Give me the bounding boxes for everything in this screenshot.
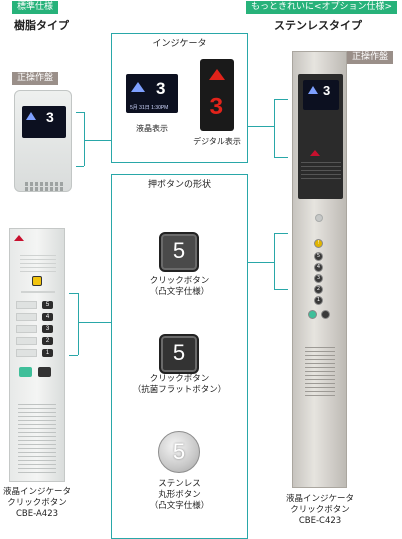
- small-lcd-floor: 3: [46, 109, 54, 125]
- small-lcd-display: 3: [22, 106, 66, 138]
- brand-logo-icon: [310, 150, 320, 156]
- speaker-icon: [315, 214, 323, 222]
- button-label-slot: [16, 337, 37, 345]
- panel-label-area: [20, 255, 56, 275]
- connector-line: [78, 293, 79, 355]
- stainless-lcd-display: 3: [303, 80, 339, 110]
- lcd-indicator-sample: 3 5月 31日 1:30PM: [126, 74, 178, 113]
- door-close-button[interactable]: [321, 310, 330, 319]
- connector-line: [84, 112, 85, 166]
- floor-button-2[interactable]: 2: [42, 337, 53, 345]
- floor-button-1[interactable]: 1: [42, 349, 53, 357]
- standard-spec-tag: 標準仕様: [12, 1, 59, 14]
- connector-line: [78, 322, 111, 323]
- btn2-caption-line2: （抗菌フラットボタン）: [132, 385, 227, 395]
- indicator-box: インジケータ 3 5月 31日 1:30PM 液晶表示 3 デジタル表示: [111, 33, 248, 163]
- door-open-button[interactable]: [19, 367, 32, 377]
- click-button-sample: 5: [159, 232, 199, 272]
- digital-indicator-sample: 3: [200, 59, 234, 131]
- up-arrow-icon: [26, 112, 36, 120]
- connector-line: [274, 289, 288, 290]
- digital-caption: デジタル表示: [193, 137, 241, 146]
- speaker-grille: [25, 182, 63, 186]
- left-caption-line1: 液晶インジケータ: [2, 487, 71, 497]
- btn1-caption-line1: クリックボタン: [149, 276, 210, 286]
- left-main-panel-badge: 正操作盤: [12, 72, 59, 85]
- up-arrow-icon: [131, 82, 145, 92]
- button-label-slot: [16, 349, 37, 357]
- up-arrow-icon: [209, 69, 225, 80]
- connector-line: [274, 233, 275, 289]
- connector-line: [69, 293, 78, 294]
- right-main-panel-badge: 正操作盤: [347, 51, 394, 64]
- lcd-floor-number: 3: [156, 79, 166, 98]
- emergency-button[interactable]: !: [314, 239, 323, 248]
- connector-line: [248, 126, 274, 127]
- divider: [21, 291, 55, 293]
- btn3-caption-line1: ステンレス: [158, 479, 201, 489]
- floor-button-4[interactable]: 4: [314, 263, 323, 272]
- floor-button-1[interactable]: 1: [314, 296, 323, 305]
- speaker-grille-2: [25, 187, 63, 191]
- button-box-title: 押ボタンの形状: [147, 180, 211, 190]
- button-label-slot: [16, 313, 37, 321]
- floor-button-4[interactable]: 4: [42, 313, 53, 321]
- floor-button-3[interactable]: 3: [314, 274, 323, 283]
- emergency-button[interactable]: [32, 276, 42, 286]
- connector-line: [248, 262, 274, 263]
- door-open-button[interactable]: [308, 310, 317, 319]
- btn3-caption-line3: （凸文字仕様）: [149, 501, 210, 511]
- indicator-box-title: インジケータ: [152, 39, 207, 49]
- connector-line: [76, 112, 84, 113]
- connector-line: [274, 233, 288, 234]
- connector-line: [69, 355, 78, 356]
- button-shape-box: 押ボタンの形状 5 クリックボタン （凸文字仕様） 5 クリックボタン （抗菌フ…: [111, 174, 248, 539]
- right-model-number: CBE-C423: [298, 516, 342, 526]
- lcd-caption: 液晶表示: [136, 124, 168, 133]
- stainless-round-button-sample: 5: [158, 431, 200, 473]
- instruction-plate: [18, 404, 56, 474]
- stainless-lcd-floor: 3: [323, 83, 331, 98]
- antibacterial-flat-button-sample: 5: [159, 334, 199, 374]
- btn1-caption-line2: （凸文字仕様）: [149, 287, 210, 297]
- right-caption-line2: クリックボタン: [290, 505, 350, 515]
- floor-button-3[interactable]: 3: [42, 325, 53, 333]
- floor-button-5[interactable]: 5: [42, 301, 53, 309]
- floor-button-5[interactable]: 5: [314, 252, 323, 261]
- panel-label-area: [301, 162, 341, 182]
- connector-line: [76, 166, 84, 167]
- option-spec-tag: もっときれいに<オプション仕様>: [246, 1, 398, 14]
- left-model-number: CBE-A423: [15, 509, 59, 519]
- left-caption-line2: クリックボタン: [7, 498, 67, 508]
- brand-logo-icon: [14, 235, 24, 241]
- connector-line: [274, 99, 288, 100]
- button-label-slot: [16, 301, 37, 309]
- instruction-plate: [305, 347, 335, 397]
- connector-line: [274, 157, 288, 158]
- lcd-datetime: 5月 31日 1:30PM: [130, 105, 169, 111]
- stainless-car-operating-panel: 3 ! 5 4 3 2 1: [292, 51, 347, 488]
- up-arrow-icon: [308, 86, 318, 94]
- resin-type-title: 樹脂タイプ: [14, 19, 69, 32]
- digital-floor-number: 3: [209, 95, 224, 122]
- resin-car-operating-panel: 5 4 3 2 1: [9, 228, 65, 482]
- connector-line: [274, 99, 275, 157]
- button-label-slot: [16, 325, 37, 333]
- resin-indicator-panel: 3: [14, 90, 72, 192]
- stainless-type-title: ステンレスタイプ: [274, 19, 362, 32]
- right-caption-line1: 液晶インジケータ: [285, 494, 354, 504]
- floor-button-2[interactable]: 2: [314, 285, 323, 294]
- btn2-caption-line1: クリックボタン: [149, 374, 210, 384]
- btn3-caption-line2: 丸形ボタン: [158, 490, 201, 500]
- connector-line: [84, 140, 111, 141]
- door-close-button[interactable]: [38, 367, 51, 377]
